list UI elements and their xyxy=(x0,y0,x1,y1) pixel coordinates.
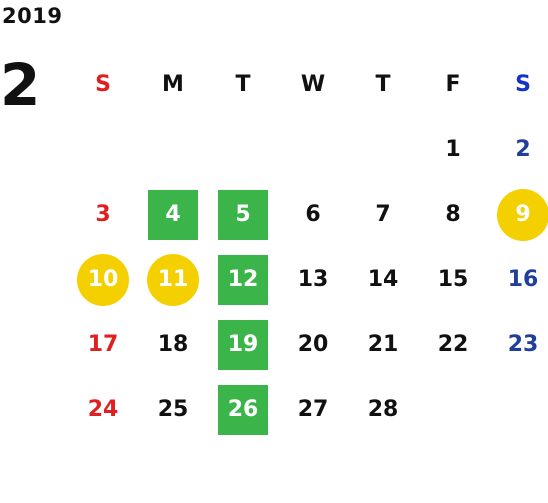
day-number: 21 xyxy=(367,332,399,357)
day-number: 12 xyxy=(218,254,268,305)
day-number: 3 xyxy=(95,202,111,227)
day-cell[interactable]: 28 xyxy=(348,377,418,442)
day-number: 1 xyxy=(445,137,461,162)
day-cell[interactable]: 20 xyxy=(278,312,348,377)
day-number: 13 xyxy=(297,267,329,292)
day-cell-green-highlight[interactable]: 12 xyxy=(208,247,278,312)
day-number: 25 xyxy=(157,397,189,422)
day-cell-yellow-highlight[interactable]: 11 xyxy=(138,247,208,312)
day-cell[interactable]: 22 xyxy=(418,312,488,377)
day-cell[interactable]: 8 xyxy=(418,182,488,247)
day-cell-green-highlight[interactable]: 4 xyxy=(138,182,208,247)
weekday-label: S xyxy=(515,72,531,97)
day-number xyxy=(287,124,339,176)
day-cell[interactable]: 13 xyxy=(278,247,348,312)
day-cell-empty xyxy=(348,117,418,182)
day-number: 10 xyxy=(77,253,129,306)
calendar-grid: S M T W T F S 1 2 3 4 5 6 7 8 9 10 11 12… xyxy=(68,52,548,442)
day-number: 14 xyxy=(367,267,399,292)
day-number xyxy=(147,124,199,176)
day-number xyxy=(427,384,479,436)
day-cell-green-highlight[interactable]: 5 xyxy=(208,182,278,247)
day-number: 2 xyxy=(515,137,531,162)
day-cell-empty xyxy=(208,117,278,182)
day-number: 9 xyxy=(497,188,548,241)
day-cell[interactable]: 1 xyxy=(418,117,488,182)
weekday-label: M xyxy=(162,72,184,97)
weekday-label: S xyxy=(95,72,111,97)
weekday-header-tue: T xyxy=(208,52,278,117)
day-number: 7 xyxy=(375,202,391,227)
day-number: 24 xyxy=(87,397,119,422)
day-cell[interactable]: 16 xyxy=(488,247,548,312)
weekday-header-sun: S xyxy=(68,52,138,117)
weekday-header-thu: T xyxy=(348,52,418,117)
day-cell[interactable]: 27 xyxy=(278,377,348,442)
day-number: 20 xyxy=(297,332,329,357)
day-cell[interactable]: 3 xyxy=(68,182,138,247)
day-number: 17 xyxy=(87,332,119,357)
day-cell[interactable]: 17 xyxy=(68,312,138,377)
day-number: 16 xyxy=(507,267,539,292)
weekday-header-sat: S xyxy=(488,52,548,117)
day-number: 28 xyxy=(367,397,399,422)
day-number: 6 xyxy=(305,202,321,227)
weekday-label: T xyxy=(375,72,391,97)
weekday-header-fri: F xyxy=(418,52,488,117)
day-cell[interactable]: 6 xyxy=(278,182,348,247)
day-cell-yellow-highlight[interactable]: 9 xyxy=(488,182,548,247)
day-cell[interactable]: 2 xyxy=(488,117,548,182)
day-number: 11 xyxy=(147,253,199,306)
day-cell[interactable]: 15 xyxy=(418,247,488,312)
day-number: 8 xyxy=(445,202,461,227)
day-number: 18 xyxy=(157,332,189,357)
day-number xyxy=(497,384,548,436)
weekday-label: F xyxy=(445,72,461,97)
day-cell-yellow-highlight[interactable]: 10 xyxy=(68,247,138,312)
month-number: 2 xyxy=(0,51,41,119)
day-number xyxy=(77,124,129,176)
day-cell-green-highlight[interactable]: 26 xyxy=(208,377,278,442)
year-label: 2019 xyxy=(2,4,63,28)
day-cell-empty xyxy=(488,377,548,442)
weekday-label: T xyxy=(235,72,251,97)
day-cell[interactable]: 18 xyxy=(138,312,208,377)
day-cell-empty xyxy=(278,117,348,182)
day-cell-empty xyxy=(68,117,138,182)
day-cell[interactable]: 14 xyxy=(348,247,418,312)
day-number: 26 xyxy=(218,384,268,435)
day-number xyxy=(217,124,269,176)
day-cell[interactable]: 7 xyxy=(348,182,418,247)
day-number: 15 xyxy=(437,267,469,292)
day-cell[interactable]: 23 xyxy=(488,312,548,377)
day-cell-empty xyxy=(138,117,208,182)
weekday-header-wed: W xyxy=(278,52,348,117)
day-number: 4 xyxy=(148,189,198,240)
day-cell[interactable]: 24 xyxy=(68,377,138,442)
day-number: 5 xyxy=(218,189,268,240)
day-number: 22 xyxy=(437,332,469,357)
weekday-label: W xyxy=(300,72,326,97)
day-number: 19 xyxy=(218,319,268,370)
day-number: 23 xyxy=(507,332,539,357)
day-number xyxy=(357,124,409,176)
day-cell[interactable]: 21 xyxy=(348,312,418,377)
day-cell-green-highlight[interactable]: 19 xyxy=(208,312,278,377)
weekday-header-mon: M xyxy=(138,52,208,117)
day-cell[interactable]: 25 xyxy=(138,377,208,442)
day-cell-empty xyxy=(418,377,488,442)
day-number: 27 xyxy=(297,397,329,422)
